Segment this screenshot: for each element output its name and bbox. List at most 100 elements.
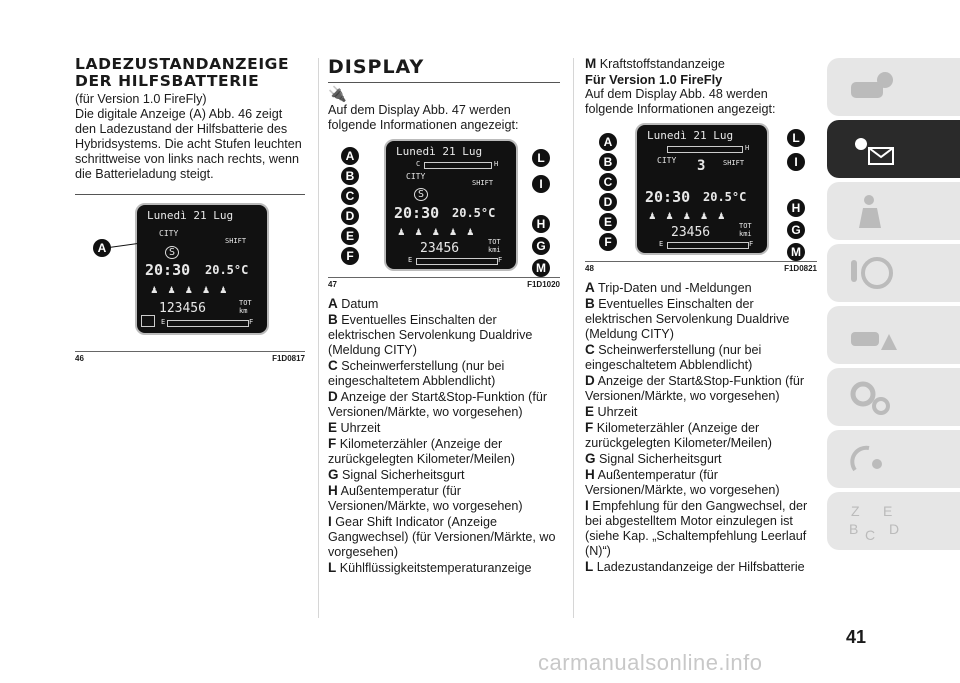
legend-item-b: B Eventuelles Einschalten der elektrisch… bbox=[585, 296, 790, 341]
callout-l: L bbox=[787, 129, 805, 147]
callout-f: F bbox=[599, 233, 617, 251]
callout-e: E bbox=[341, 227, 359, 245]
legend-item-e: E Uhrzeit bbox=[585, 404, 638, 419]
legend-item-l: L Ladezustandanzeige der Hilfsbatterie bbox=[585, 559, 805, 574]
fuel-bar bbox=[667, 242, 749, 249]
lcd-display: Lunedì 21 Lug H CITY 3 SHIFT 20:30 20.5°… bbox=[635, 123, 769, 255]
multimedia-icon bbox=[850, 445, 882, 472]
legend-item-g: G Signal Sicherheitsgurt bbox=[328, 467, 465, 482]
figure-number: 48 bbox=[585, 264, 594, 273]
lcd-f: F bbox=[749, 240, 754, 248]
legend-item-a: A Datum bbox=[328, 296, 379, 311]
callout-a: A bbox=[599, 133, 617, 151]
gears-icon bbox=[850, 381, 890, 415]
fuel-bar bbox=[416, 258, 498, 265]
hybrid-icon: 🔌 bbox=[328, 86, 347, 103]
emergency-icon bbox=[851, 332, 897, 350]
start-stop-icon: S bbox=[165, 246, 179, 259]
lcd-e: E bbox=[161, 318, 166, 326]
callout-c: C bbox=[341, 187, 359, 205]
lcd-city: CITY bbox=[159, 229, 179, 238]
tab-multimedia[interactable] bbox=[827, 430, 960, 488]
figure-id: F1D1020 bbox=[527, 280, 560, 289]
callout-d: D bbox=[341, 207, 359, 225]
lcd-unit-tot: TOT bbox=[239, 299, 252, 307]
callout-d: D bbox=[599, 193, 617, 211]
lcd-shift: SHIFT bbox=[472, 179, 494, 187]
legend-item-c: C Scheinwerferstellung (nur bei eingesch… bbox=[328, 358, 505, 388]
legend-item-m: M Kraftstoffstandanzeige bbox=[585, 56, 725, 71]
seatbelt-icons: ♟ ♟ ♟ ♟ ♟ bbox=[151, 283, 229, 296]
lcd-date: Lunedì 21 Lug bbox=[147, 209, 234, 222]
legend-item-c: C Scheinwerferstellung (nur bei eingesch… bbox=[585, 342, 762, 372]
battery-section: LADEZUSTANDANZEIGE DER HILFSBATTERIE (fü… bbox=[75, 55, 305, 363]
svg-text:C: C bbox=[865, 527, 875, 542]
figure-id: F1D0821 bbox=[784, 264, 817, 273]
lcd-shift: SHIFT bbox=[225, 237, 247, 245]
callout-c: C bbox=[599, 173, 617, 191]
tab-maintenance[interactable] bbox=[827, 368, 960, 426]
section-heading-line1: LADEZUSTANDANZEIGE bbox=[75, 55, 290, 73]
lcd-date: Lunedì 21 Lug bbox=[647, 129, 734, 142]
legend-item-l: L Kühlflüssigkeitstemperaturanzeige bbox=[328, 560, 532, 575]
legend-item-d: D Anzeige der Start&Stop-Funktion (für V… bbox=[585, 373, 805, 403]
callout-g: G bbox=[787, 221, 805, 239]
legend-item-h: H Außentemperatur (für Versionen/Märkte,… bbox=[328, 483, 523, 513]
tab-warning-lights[interactable] bbox=[827, 120, 960, 178]
fuel-bar bbox=[167, 320, 249, 327]
coolant-bar bbox=[667, 146, 743, 153]
tab-safety[interactable] bbox=[827, 182, 960, 240]
figure-47: Lunedì 21 Lug C H CITY SHIFT S 20:30 20.… bbox=[328, 139, 560, 289]
lcd-unit-kmi: kmi bbox=[488, 246, 501, 254]
callout-g: G bbox=[532, 237, 550, 255]
lcd-h: H bbox=[745, 144, 750, 152]
figure-number: 46 bbox=[75, 354, 84, 363]
legend-item-h: H Außentemperatur (für Versionen/Märkte,… bbox=[585, 467, 780, 497]
callout-b: B bbox=[341, 167, 359, 185]
legend-item-b: B Eventuelles Einschalten der elektrisch… bbox=[328, 312, 533, 357]
firefly-intro: Auf dem Display Abb. 48 werden folgende … bbox=[585, 87, 776, 116]
divider bbox=[328, 82, 560, 83]
lcd-e: E bbox=[659, 240, 664, 248]
figure-id: F1D0817 bbox=[272, 354, 305, 363]
lcd-display: Lunedì 21 Lug C H CITY SHIFT S 20:30 20.… bbox=[384, 139, 518, 271]
lcd-unit-tot: TOT bbox=[739, 222, 752, 230]
lcd-odometer: 123456 bbox=[159, 301, 206, 316]
lcd-unit-km: km bbox=[239, 307, 248, 315]
lcd-gear: 3 bbox=[697, 158, 706, 174]
svg-text:B: B bbox=[849, 521, 858, 537]
lcd-f: F bbox=[498, 256, 503, 264]
display-section: DISPLAY 🔌 Auf dem Display Abb. 47 werden… bbox=[328, 56, 560, 576]
start-stop-icon: S bbox=[414, 188, 428, 201]
tab-index[interactable]: Z E B C D bbox=[827, 492, 960, 550]
legend-item-d: D Anzeige der Start&Stop-Funktion (für V… bbox=[328, 389, 548, 419]
watermark: carmanualsonline.info bbox=[538, 650, 763, 675]
section-heading-line2: DER HILFSBATTERIE bbox=[75, 72, 260, 90]
lcd-city: CITY bbox=[657, 156, 677, 165]
figure-46: Lunedì 21 Lug CITY SHIFT S 20:30 20.5°C … bbox=[75, 201, 305, 363]
display-heading: DISPLAY bbox=[328, 56, 425, 78]
steering-wheel-icon bbox=[851, 257, 893, 289]
lcd-date: Lunedì 21 Lug bbox=[396, 145, 483, 158]
lcd-time: 20:30 bbox=[645, 188, 691, 206]
page-number: 41 bbox=[846, 627, 867, 647]
tab-starting-driving[interactable] bbox=[827, 244, 960, 302]
callout-e: E bbox=[599, 213, 617, 231]
lcd-e: E bbox=[408, 256, 413, 264]
legend-item-i: I Gear Shift Indicator (Anzeige Gangwech… bbox=[328, 514, 556, 559]
lcd-display: Lunedì 21 Lug CITY SHIFT S 20:30 20.5°C … bbox=[135, 203, 269, 335]
callout-a: A bbox=[341, 147, 359, 165]
fuel-pump-icon bbox=[141, 315, 155, 327]
lcd-odometer: 23456 bbox=[420, 241, 460, 256]
divider bbox=[75, 194, 305, 195]
callout-i: I bbox=[787, 153, 805, 171]
lcd-temperature: 20.5°C bbox=[452, 206, 496, 220]
tab-emergency[interactable] bbox=[827, 306, 960, 364]
tab-car-info[interactable] bbox=[827, 58, 960, 116]
legend-item-e: E Uhrzeit bbox=[328, 420, 381, 435]
svg-text:Z: Z bbox=[851, 503, 860, 519]
lcd-c: C bbox=[416, 160, 421, 168]
legend-item-g: G Signal Sicherheitsgurt bbox=[585, 451, 722, 466]
